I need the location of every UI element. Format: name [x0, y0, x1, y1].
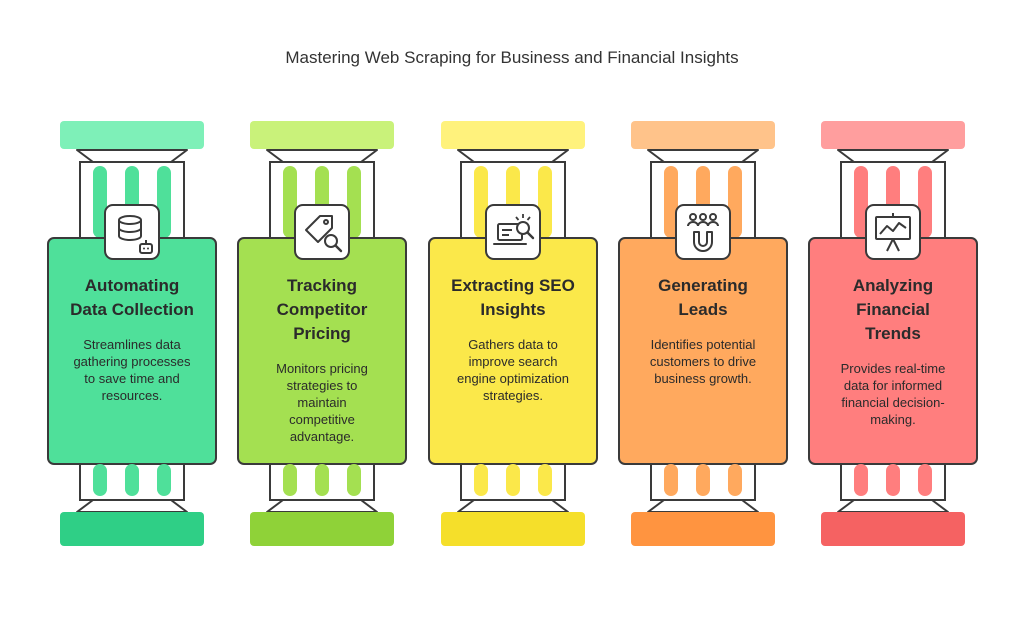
pillar-description-line: Provides real-time: [840, 361, 946, 376]
pillar-heading-line: Extracting SEO: [451, 276, 575, 295]
pillar-heading-line: Data Collection: [70, 300, 194, 319]
pillar-description-line: Streamlines data: [83, 337, 181, 352]
pillar-heading-line: Tracking: [287, 276, 357, 295]
magnet-people-icon: [675, 204, 731, 260]
pillar-description-line: gathering processes: [73, 354, 191, 369]
pillar-description-line: customers to drive: [649, 354, 757, 369]
pillar-heading-line: Pricing: [293, 324, 351, 343]
price-tag-search-icon: [294, 204, 350, 260]
pillar-description: Identifies potential customers to drive bu…: [632, 336, 774, 387]
pillar-description-line: Monitors pricing: [276, 361, 368, 376]
pillar-description-line: improve search: [468, 354, 558, 369]
pillar-description-line: competitive: [289, 412, 355, 427]
pillar-heading-line: Generating: [658, 276, 748, 295]
pillar-description: Monitors pricing strategies to maintain com…: [251, 360, 393, 445]
pillar-description-line: strategies.: [483, 388, 543, 403]
pillar-description: Provides real-time data for informed finan…: [822, 360, 964, 428]
pillar-description-line: strategies to: [286, 378, 358, 393]
pillar-heading-line: Trends: [865, 324, 921, 343]
pillar-heading-line: Insights: [480, 300, 546, 319]
pillar-description-line: maintain: [297, 395, 347, 410]
pillar-description-line: engine optimization: [456, 371, 570, 386]
pillar-heading-line: Leads: [678, 300, 728, 319]
database-robot-icon: [104, 204, 160, 260]
pillar-description-line: data for informed: [843, 378, 943, 393]
pillar-heading-line: Analyzing: [852, 276, 934, 295]
diagram-title: Mastering Web Scraping for Business and …: [285, 48, 739, 67]
pillar-description-line: Identifies potential: [650, 337, 756, 352]
pillar-description: Streamlines data gathering processes to sa…: [61, 336, 203, 404]
pillar-heading: Extracting SEO Insights: [440, 274, 586, 322]
pillar-description-line: making.: [870, 412, 916, 427]
pillar-description-line: business growth.: [654, 371, 752, 386]
pillar-heading-line: Automating: [84, 276, 180, 295]
pillar-description: Gathers data to improve search engine opti…: [442, 336, 584, 404]
pillar-description-line: Gathers data to: [468, 337, 558, 352]
pillar-description-line: financial decision-: [841, 395, 945, 410]
pillar-heading-line: Financial: [856, 300, 930, 319]
laptop-search-icon: [485, 204, 541, 260]
pillar-description-line: resources.: [101, 388, 163, 403]
pillar-description-line: advantage.: [289, 429, 355, 444]
pillar-heading-line: Competitor: [276, 300, 368, 319]
pillar-description-line: to save time and: [84, 371, 180, 386]
presentation-chart-icon: [865, 204, 921, 260]
